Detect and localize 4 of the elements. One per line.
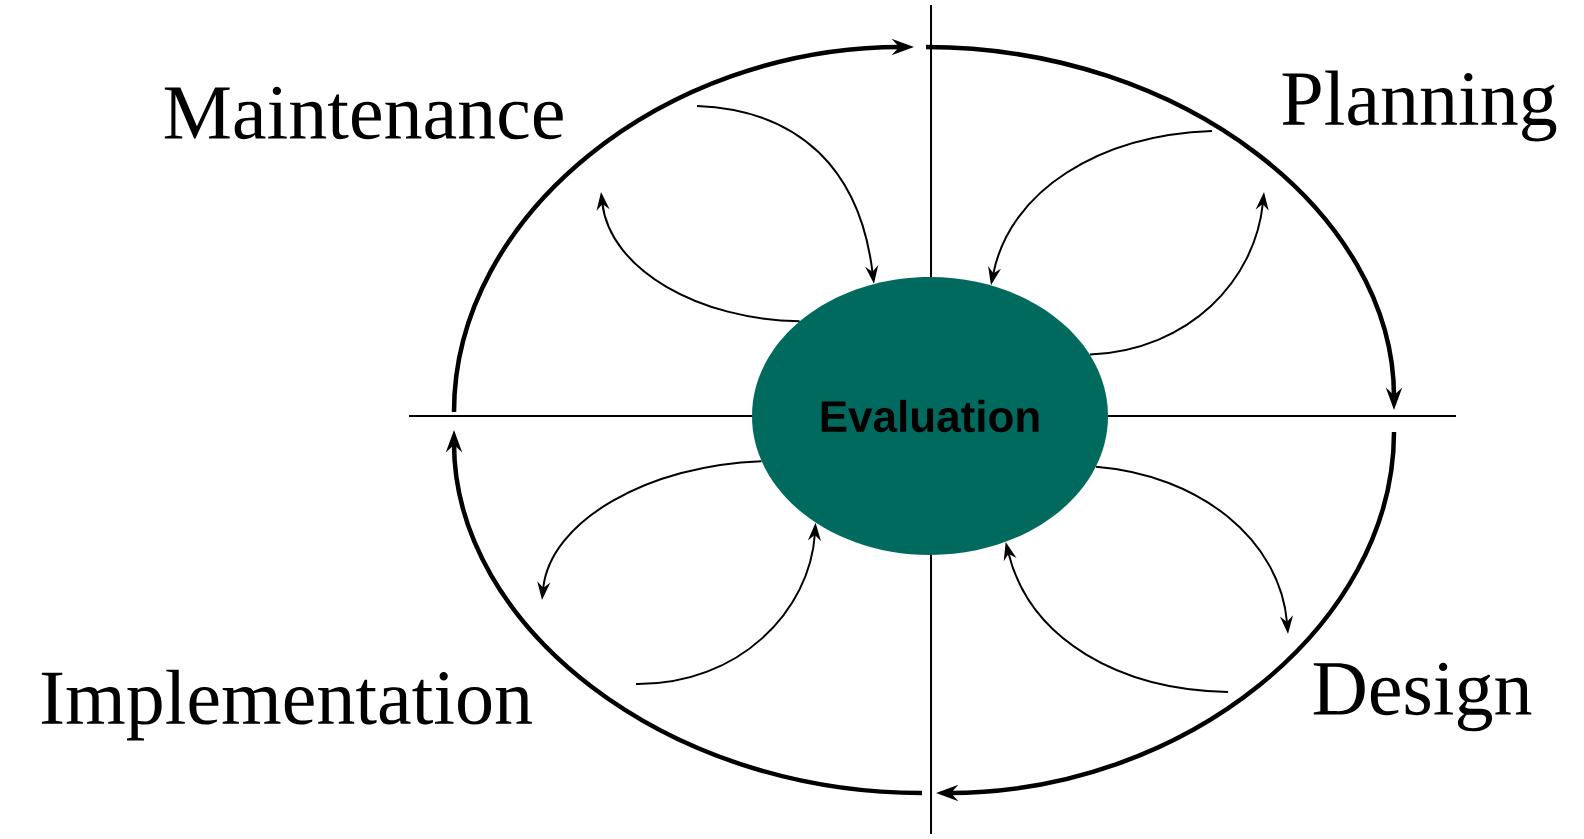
phase-label: Implementation (41, 669, 532, 741)
phase-label: Planning (1282, 70, 1557, 142)
phase-label: Design (1313, 662, 1532, 732)
phase-label: Maintenance (164, 86, 563, 140)
